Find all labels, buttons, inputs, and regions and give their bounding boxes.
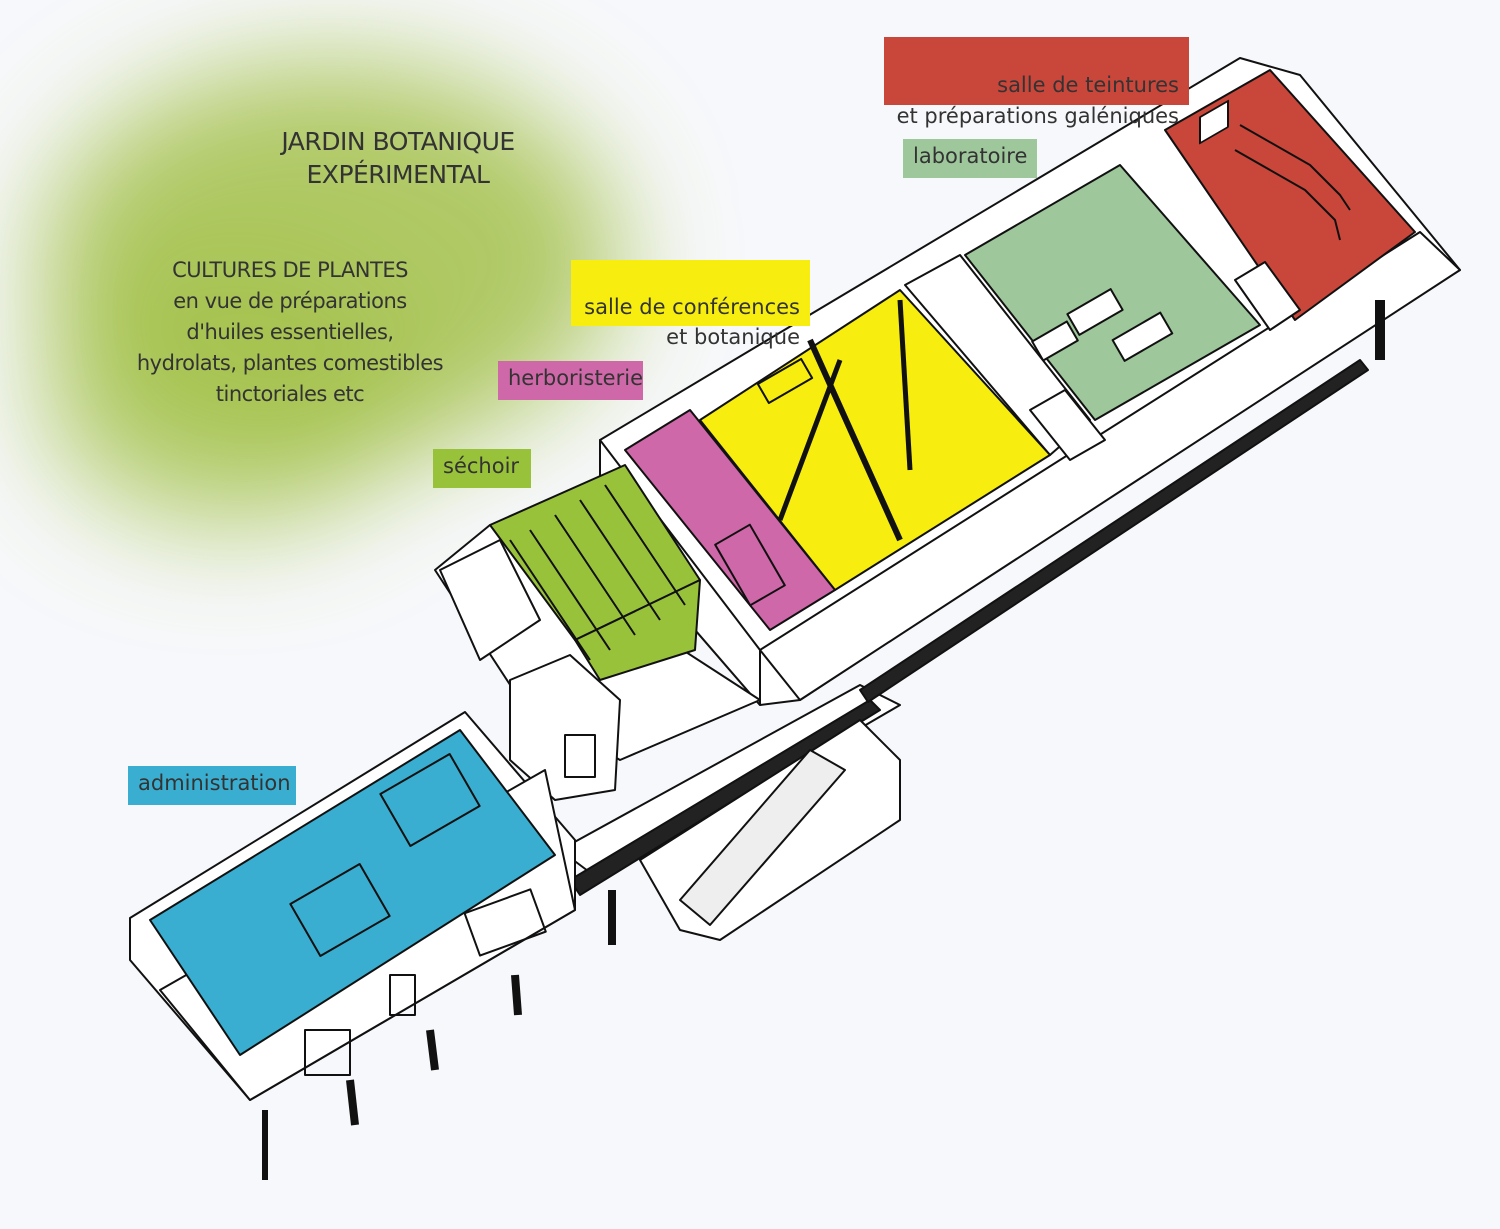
admin-shelf-2 [289, 863, 391, 957]
sechoir-front [574, 579, 701, 681]
garden-description: CULTURES DE PLANTES en vue de préparatio… [136, 258, 444, 406]
label-laboratoire-text: laboratoire [913, 144, 1028, 168]
stair-tower [509, 654, 621, 801]
main-building [599, 57, 1461, 706]
label-teintures: salle de teintures et préparations galén… [884, 37, 1189, 128]
label-conferences: salle de conférences et botanique [571, 260, 810, 349]
lab-bench-2 [1111, 311, 1174, 362]
admin-pillar-2 [426, 1029, 439, 1071]
lab-bench-3 [1031, 320, 1079, 362]
herb-cabinet [714, 523, 786, 607]
label-administration-text: administration [138, 771, 291, 795]
label-sechoir: séchoir [433, 449, 531, 488]
admin-shelf-1 [379, 753, 481, 847]
garden-haze-lower [40, 250, 420, 530]
shelf-teintures-2 [1234, 149, 1341, 241]
admin-window-2 [389, 974, 416, 1016]
window-conferences [756, 357, 814, 405]
label-sechoir-text: séchoir [443, 454, 520, 478]
admin-building [129, 711, 576, 1180]
label-herboristerie-text: herboristerie [508, 366, 643, 390]
admin-pillar-3 [511, 974, 522, 1016]
admin-pillar-1 [346, 1079, 359, 1126]
sechoir-slat-3 [554, 514, 636, 636]
room-herboristerie [624, 409, 836, 631]
stair-tower-window [564, 734, 596, 778]
shelf-teintures [1239, 124, 1351, 211]
room-teintures [1164, 69, 1416, 321]
sechoir-slat-4 [579, 499, 661, 621]
link-building [434, 464, 761, 801]
link-planter [439, 539, 541, 661]
truss-2 [777, 359, 843, 521]
sechoir-slat-1 [509, 539, 591, 661]
truss-1 [807, 338, 903, 542]
admin-window-1 [304, 1029, 351, 1076]
sechoir-slat-5 [604, 484, 686, 606]
walkway [559, 300, 1385, 945]
main-rail [859, 359, 1369, 703]
room-toilet-2 [1029, 389, 1106, 461]
label-herboristerie: herboristerie [498, 361, 643, 400]
label-conferences-text: salle de conférences et botanique [584, 295, 800, 349]
sechoir-slat-2 [529, 529, 611, 651]
admin-window-3 [463, 888, 547, 957]
label-administration: administration [128, 766, 296, 805]
room-toilet-1 [1234, 261, 1301, 331]
label-laboratoire: laboratoire [903, 139, 1037, 178]
main-terrace [759, 231, 1461, 701]
stair-flight [679, 749, 846, 926]
window-teintures [1199, 99, 1229, 145]
garden-haze [40, 60, 620, 530]
lab-bench-1 [1066, 288, 1124, 336]
truss-3 [897, 299, 913, 471]
garden-title: JARDIN BOTANIQUE EXPÉRIMENTAL [281, 127, 515, 189]
label-teintures-text: salle de teintures et préparations galén… [896, 73, 1179, 128]
walkway-rail [569, 699, 881, 896]
